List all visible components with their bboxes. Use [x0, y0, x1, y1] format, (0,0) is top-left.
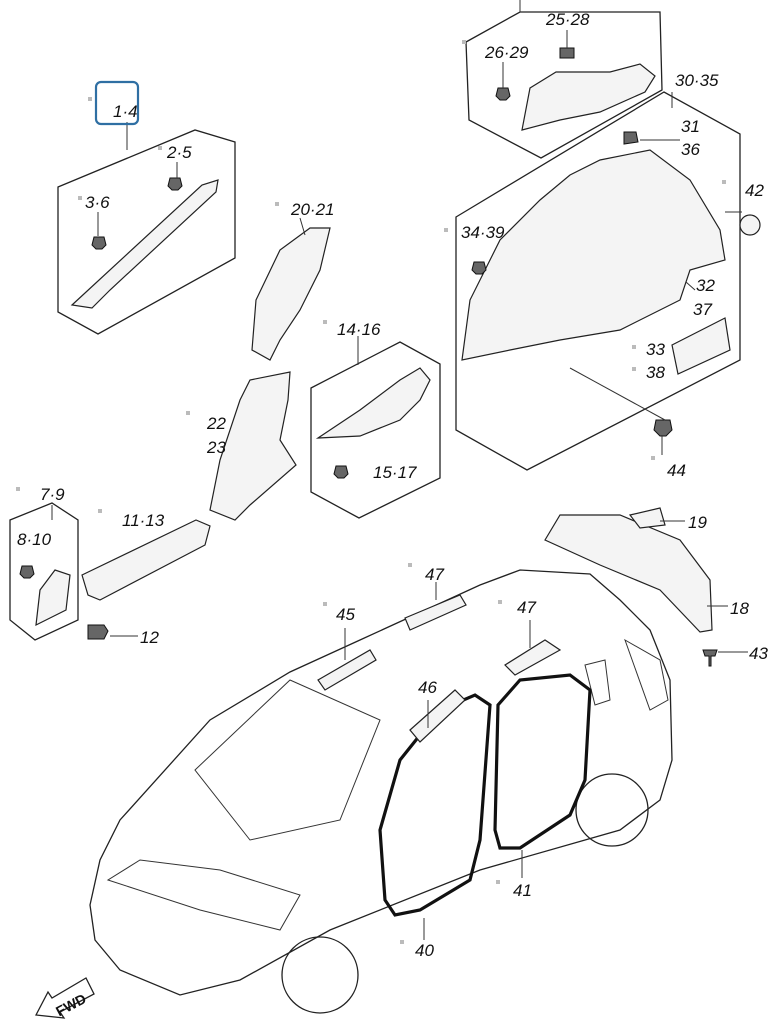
callout-31[interactable]: 31 [681, 117, 700, 136]
callout-22[interactable]: 22 [206, 414, 226, 433]
callout-11-13[interactable]: 11·13 [122, 511, 165, 530]
callout-20-21[interactable]: 20·21 [290, 200, 334, 219]
group-front-pillar [57, 122, 236, 335]
callout-37[interactable]: 37 [693, 300, 712, 319]
callout-3-6[interactable]: 3·6 [85, 193, 110, 212]
callout-41[interactable]: 41 [513, 881, 532, 900]
car-body [89, 569, 673, 1014]
callout-30-35[interactable]: 30·35 [675, 71, 719, 90]
callout-dots [16, 40, 726, 944]
callout-46[interactable]: 46 [418, 678, 437, 697]
callout-32[interactable]: 32 [696, 276, 715, 295]
callout-18[interactable]: 18 [730, 599, 749, 618]
callout-34-39[interactable]: 34·39 [461, 223, 505, 242]
callout-19[interactable]: 19 [688, 513, 707, 532]
callout-2-5[interactable]: 2·5 [166, 143, 192, 162]
callout-15-17[interactable]: 15·17 [373, 463, 417, 482]
callout-1-4[interactable]: 1·4 [113, 102, 138, 121]
group-scuff-plate [310, 336, 441, 519]
callout-42[interactable]: 42 [745, 181, 764, 200]
group-rear-end-trim [544, 507, 718, 667]
callout-45[interactable]: 45 [336, 605, 355, 624]
callout-43[interactable]: 43 [749, 644, 768, 663]
callout-38[interactable]: 38 [646, 363, 665, 382]
callout-7-9[interactable]: 7·9 [40, 485, 65, 504]
selected-callout-frame [94, 80, 140, 126]
group-rear-sill [9, 502, 211, 641]
callout-47-a[interactable]: 47 [425, 565, 444, 584]
group-center-pillar [209, 217, 331, 521]
callout-33[interactable]: 33 [646, 340, 665, 359]
callout-26-29[interactable]: 26·29 [484, 43, 529, 62]
callout-12[interactable]: 12 [140, 628, 159, 647]
callout-40[interactable]: 40 [415, 941, 434, 960]
group-rear-quarter-trim [455, 91, 761, 471]
callout-25-28[interactable]: 25·28 [545, 10, 590, 29]
callout-labels: 1·4 2·5 3·6 7·9 8·10 11·13 12 14·16 15·1… [17, 10, 768, 960]
callout-36[interactable]: 36 [681, 140, 700, 159]
callout-44[interactable]: 44 [667, 461, 686, 480]
callout-14-16[interactable]: 14·16 [337, 320, 381, 339]
callout-23[interactable]: 23 [206, 438, 226, 457]
callout-47-b[interactable]: 47 [517, 598, 536, 617]
callout-8-10[interactable]: 8·10 [17, 530, 52, 549]
leader-lines [110, 139, 748, 653]
fwd-arrow: FWD [34, 977, 95, 1019]
group-rear-upper-trim [465, 0, 663, 159]
